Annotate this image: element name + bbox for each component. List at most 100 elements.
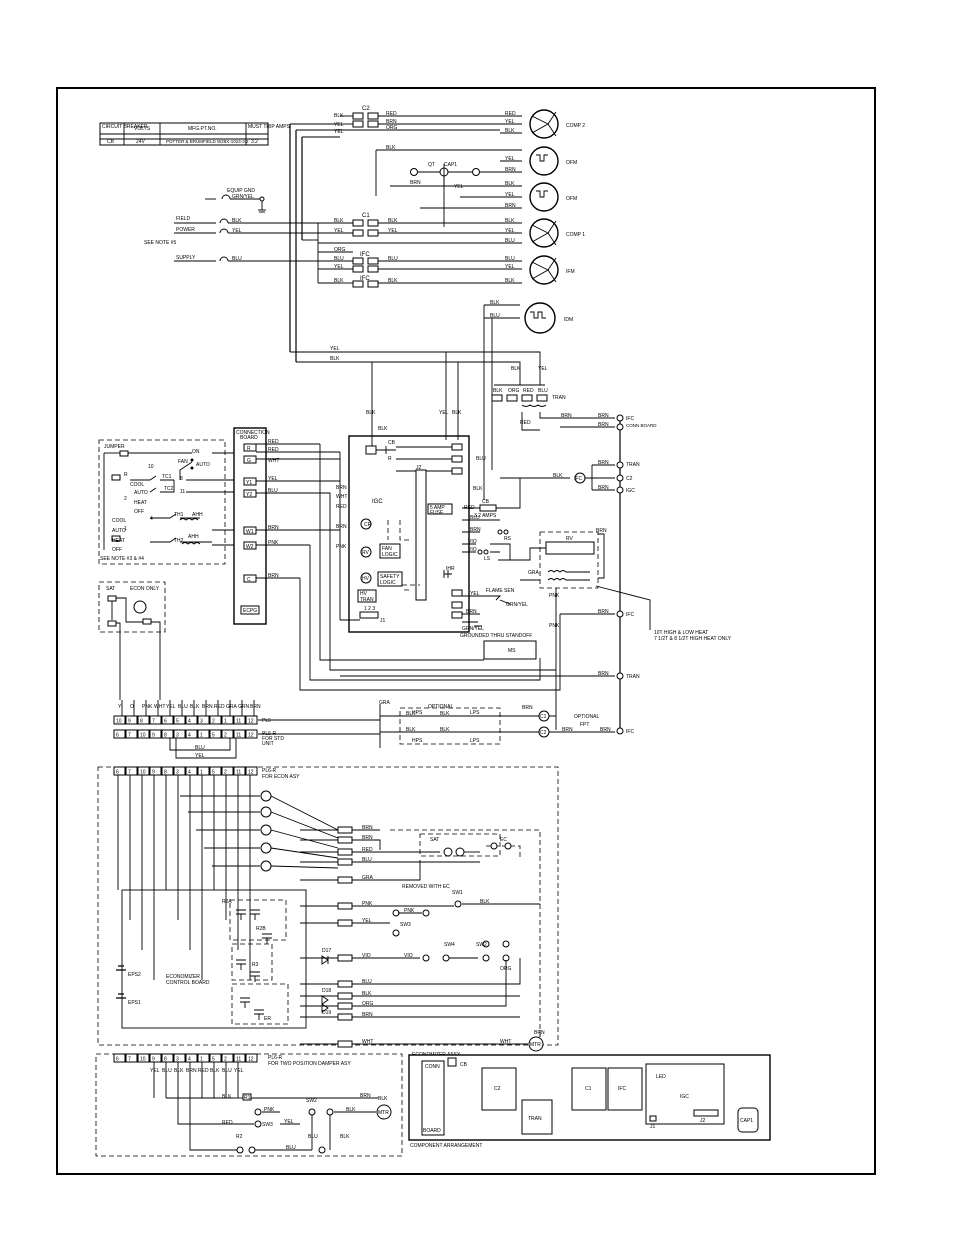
plug-wire-label: PNK: [142, 704, 153, 710]
d19-label: D19: [322, 1010, 331, 1016]
econ-conn: [337, 1013, 353, 1021]
plug-pin-label: 9: [152, 770, 155, 776]
igc-board: IGC CB R J2 5 AMP FUSE CR RV HV FAN LOGI…: [299, 352, 561, 691]
plug-wire-label: WHT: [154, 704, 165, 710]
plug-pin-label: 9: [152, 1057, 155, 1063]
motor-label: COMP 1: [566, 232, 585, 238]
contactor-c1: C1 BLK YEL BLK YEL BLK YEL BLU: [318, 213, 522, 244]
tc2-label: TC2: [164, 486, 174, 492]
plug-pin-label: 7: [128, 770, 131, 776]
pins-label: 1 2 3: [364, 606, 375, 612]
right-label: C2: [626, 476, 633, 482]
plug-pin-label: 3: [176, 770, 179, 776]
wire-label: BRN: [470, 527, 481, 533]
damp-wire-label: RED: [198, 1068, 209, 1074]
wire-label: RED: [268, 447, 279, 453]
cb-term: W1: [246, 529, 254, 535]
r1-label: R1: [244, 1095, 251, 1101]
wire-label: BRN: [598, 609, 609, 615]
wire-label: BRN: [268, 525, 279, 531]
on-label: ON: [192, 449, 200, 455]
optional-label: OPTIONAL: [428, 704, 454, 710]
relay-contact: [250, 971, 260, 982]
econ-conn: [337, 992, 353, 1000]
wire-label: BRN: [362, 1012, 373, 1018]
wire-label: BRN: [561, 413, 572, 419]
plug-wire-label: BLK: [190, 704, 200, 710]
cb-term: Y2: [246, 492, 252, 498]
safety-logic-1: SAFETY: [380, 574, 400, 580]
econ-board-1: ECONOMIZER: [166, 974, 200, 980]
plug-pin-label: 7: [128, 1057, 131, 1063]
wire-label: ORG: [362, 1001, 374, 1007]
th1-label: TH1: [174, 512, 184, 518]
off-label-2: OFF: [112, 547, 122, 553]
plug-pin-label: 6: [164, 719, 167, 725]
wire-label: YEL: [470, 591, 480, 597]
wire-label: BRN: [362, 835, 373, 841]
plug-pin-label: 3: [176, 733, 179, 739]
plug-pin: [245, 715, 258, 725]
wire-label: BRN: [410, 180, 421, 186]
plug-pin: [113, 715, 126, 725]
wire-label: BLK: [505, 278, 515, 284]
wire-label: BRN: [268, 573, 279, 579]
wire-label: BRN: [598, 422, 609, 428]
ca-led: LED: [656, 1074, 666, 1080]
wire-label: BLK: [490, 300, 500, 306]
plug-pin-label: 2: [212, 719, 215, 725]
power-label: POWER: [176, 227, 195, 233]
rv-box-label: RV: [566, 536, 574, 542]
plug-pin: [149, 729, 162, 739]
wire-label: BLK: [473, 486, 483, 492]
plug-pin-label: 10: [140, 1057, 146, 1063]
plug-pin-label: 3: [200, 719, 203, 725]
capacitor-cap1: QT CAP1 YEL BRN: [410, 162, 500, 227]
plug-pin-label: 11: [236, 733, 241, 739]
tc1-label: TC1: [162, 474, 172, 480]
ca-ifc: IFC: [618, 1086, 626, 1092]
motor-ofm2: BLK YEL BRN OFM: [390, 181, 577, 212]
econ-term-wire-2: [270, 829, 339, 849]
econ-conn: [337, 980, 353, 988]
breaker-cell-3: 3.2: [251, 139, 258, 145]
transformer: BLK YEL BLK ORG RED BLU TRAN RED: [491, 366, 566, 431]
right-label: IGC: [626, 488, 635, 494]
plug-pin-label: 4: [188, 719, 191, 725]
plug-pin: [233, 729, 246, 739]
ca-igc: IGC: [680, 1094, 689, 1100]
c2-label: C2: [540, 730, 547, 736]
wire-label: BRN: [598, 485, 609, 491]
jumper-label: JUMPER: [104, 444, 125, 450]
note5-label: SEE NOTE #5: [144, 240, 176, 246]
relay-contact: [240, 997, 250, 1008]
damp-plug-name: PL6-R: [268, 1055, 283, 1061]
plug-pin: [173, 715, 186, 725]
econ-mtr-label: MTR: [530, 1042, 541, 1048]
contactor-label: C1: [362, 213, 370, 219]
econ-terminal: [260, 790, 272, 802]
wire-label: BLK: [493, 388, 503, 394]
wire-label: BLK: [388, 278, 398, 284]
wire-label: BLK: [232, 218, 242, 224]
ca-c1: C1: [585, 1086, 592, 1092]
sw2-damp: SW2: [306, 1098, 317, 1104]
wire-label: PNK: [549, 623, 560, 629]
econ-sat: SAT ECON ONLY: [98, 581, 166, 700]
wire-label: RED: [505, 111, 516, 117]
tstat-num: 10: [148, 464, 154, 470]
plug-pin: [209, 1053, 222, 1063]
plug-pin: [173, 729, 186, 739]
wire-label: BLU: [286, 1145, 296, 1151]
wire-label: YEL: [388, 228, 398, 234]
sat-label: SAT: [106, 586, 115, 592]
plug-pin: [125, 729, 138, 739]
econ-terminal: [260, 824, 272, 836]
fan-label: FAN: [178, 459, 188, 465]
gnd-label: GROUNDED THRU STANDOFF: [460, 633, 532, 639]
plug-pin-label: 12: [248, 733, 254, 739]
eps1-label: EPS1: [128, 1000, 141, 1006]
wire-label: BRN: [360, 1093, 371, 1099]
wire-label: BLK: [440, 711, 450, 717]
